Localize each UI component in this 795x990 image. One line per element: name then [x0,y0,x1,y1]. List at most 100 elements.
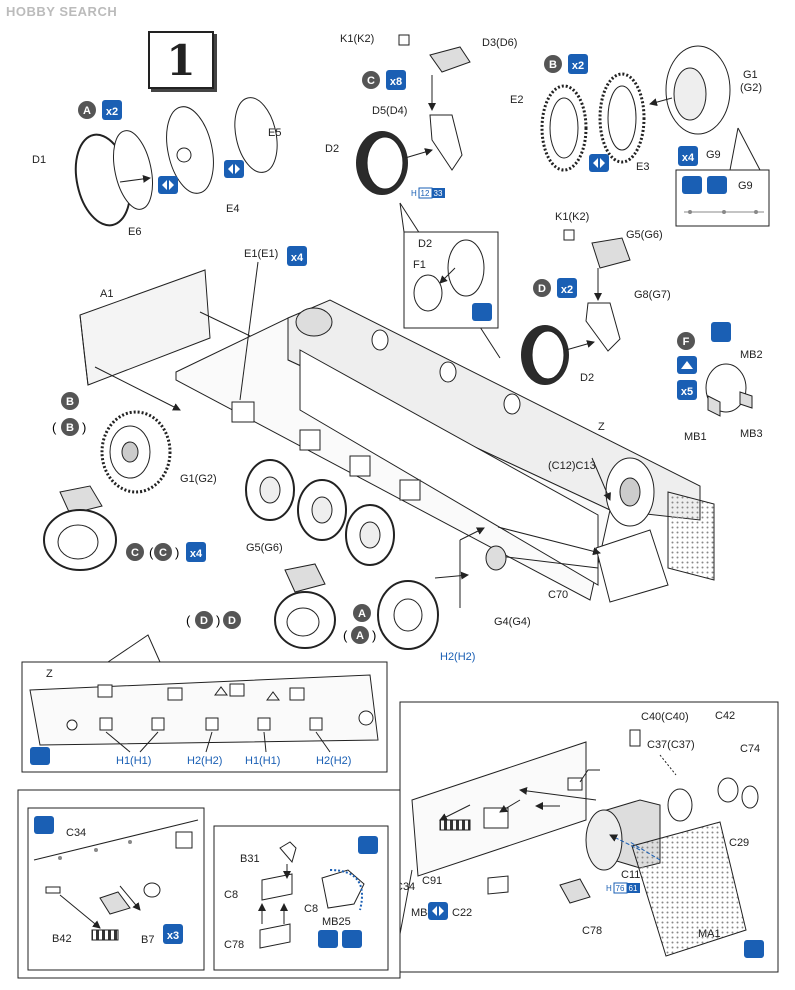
paint-code-C11: H 76 61 [606,882,640,894]
label-G8G7: G8(G7) [634,289,671,301]
glue-icon [428,902,448,920]
svg-text:(: ( [52,420,57,435]
idler-wheel-A-assembled: A ( A ) [343,580,439,650]
cut-icon [682,176,702,194]
rear-plate-assembly [399,701,779,973]
glue-icon [224,160,244,178]
label-F1: F1 [413,259,426,271]
label-C74: C74 [740,743,760,755]
step-number: 1 [166,35,196,85]
svg-text:B: B [549,59,557,71]
label-E3: E3 [636,161,649,173]
badge-D-x2: D x2 [533,278,577,298]
label-C78-left: C78 [224,939,244,951]
road-wheel-D-assembled: ( D ) D [186,563,336,649]
badge-x2-text: x2 [106,106,118,118]
badge-A-x2: A x2 [78,100,122,120]
label-B42: B42 [52,933,72,945]
label-G1: G1 [743,69,758,81]
sprocket-assembled: B ( B ) [52,392,172,494]
svg-text:F: F [683,336,690,348]
svg-text:(: ( [186,613,191,628]
svg-text:D: D [200,615,208,627]
label-G9: G9 [706,149,721,161]
label-G4G4: G4(G4) [494,616,531,628]
label-D2-top: D2 [325,143,339,155]
paint-brush-icon [744,940,764,958]
glue-icon [158,176,178,194]
brush-icon [707,176,727,194]
svg-text:): ) [372,628,376,643]
label-MB25: MB25 [322,916,351,928]
svg-text:x2: x2 [572,60,584,72]
label-K1K2-mid: K1(K2) [555,211,589,223]
MB-parts-group: F x5 [677,322,753,417]
svg-text:x4: x4 [291,252,304,264]
label-D5D4: D5(D4) [372,105,407,117]
label-E1E1: E1(E1) [244,248,278,260]
label-D2-mid: D2 [580,372,594,384]
svg-text:B: B [66,422,74,434]
paint-brush-icon [30,747,50,765]
road-wheel-arm-group-D [521,229,631,385]
svg-text:(: ( [343,628,348,643]
label-C11: C11 [621,869,640,881]
paint-brush-icon [472,303,492,321]
glue-icon [589,154,609,172]
svg-text:A: A [358,608,366,620]
label-K1K2-top: K1(K2) [340,33,374,45]
svg-text:C: C [367,75,375,87]
label-D1: D1 [32,154,46,166]
svg-text:76: 76 [616,884,625,893]
label-MA1: MA1 [698,928,721,940]
paint-brush-icon [34,816,54,834]
svg-text:H: H [606,884,612,893]
paint-code-D2: H 12 33 [411,187,445,199]
label-MB1: MB1 [684,431,707,443]
idler-wheel-parts-group [74,97,278,227]
bottom-left-inset-frame: x3 [17,789,413,979]
svg-text:12: 12 [421,189,430,198]
label-D2-inset: D2 [418,238,432,250]
label-H2H2-main: H2(H2) [440,651,475,663]
label-C12C13: (C12)C13 [548,460,596,472]
badge-A-letter: A [83,105,91,117]
svg-text:H: H [411,189,417,198]
svg-text:x8: x8 [390,76,402,88]
svg-text:A: A [356,630,364,642]
svg-text:x4: x4 [682,152,695,164]
hull-side-assembly [79,269,715,608]
label-E2: E2 [510,94,523,106]
label-D3D6: D3(D6) [482,37,517,49]
sprocket-parts-group [540,45,731,172]
paint-icon [318,930,338,948]
svg-text:): ) [175,545,179,560]
svg-text:61: 61 [629,884,638,893]
label-B31: B31 [240,853,260,865]
svg-text:33: 33 [434,189,443,198]
badge-x4-G9: x4 [678,146,698,166]
svg-text:C: C [131,547,139,559]
label-C29: C29 [729,837,749,849]
label-H1H1-a: H1(H1) [116,755,151,767]
label-C34-left: C34 [66,827,86,839]
badge-C-x8: C x8 [362,70,406,90]
hobbysearch-watermark: HOBBY SEARCH [6,4,118,19]
label-C37C37: C37(C37) [647,739,695,751]
label-E5: E5 [268,127,281,139]
label-G1G2: G1(G2) [180,473,217,485]
label-C8a: C8 [224,889,238,901]
cut-icon [711,322,731,342]
label-C40C40: C40(C40) [641,711,689,723]
svg-text:B: B [66,396,74,408]
label-C42: C42 [715,710,735,722]
svg-text:): ) [216,613,220,628]
label-G5G6-low: G5(G6) [246,542,283,554]
label-MB3: MB3 [740,428,763,440]
label-B7: B7 [141,934,154,946]
label-C78-right: C78 [582,925,602,937]
label-G5G6-mid: G5(G6) [626,229,663,241]
svg-text:D: D [228,615,236,627]
step-number-box: 1 [148,31,214,89]
